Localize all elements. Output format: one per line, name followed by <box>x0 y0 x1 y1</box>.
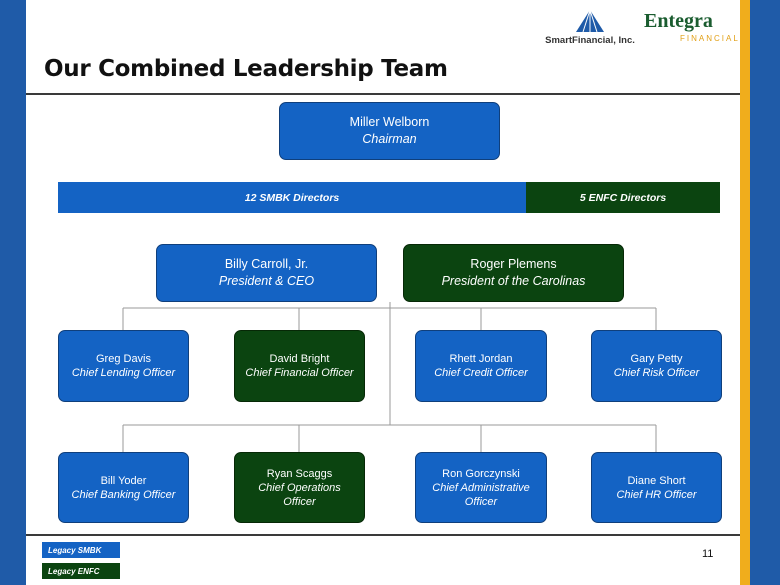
footer-divider <box>26 534 740 536</box>
node-role: Chief Operations Officer <box>258 481 341 508</box>
org-node-president-ceo: Billy Carroll, Jr. President & CEO <box>156 244 377 302</box>
node-role: Chief Credit Officer <box>434 367 528 379</box>
org-node-chief-risk: Gary Petty Chief Risk Officer <box>591 330 722 402</box>
org-node-chief-credit: Rhett Jordan Chief Credit Officer <box>415 330 547 402</box>
legend-legacy-smbk: Legacy SMBK <box>42 542 120 558</box>
node-name: Miller Welborn <box>349 115 430 129</box>
node-role: Chief Administrative Officer <box>432 481 530 508</box>
right-gold-band <box>740 0 750 585</box>
org-node-chief-hr: Diane Short Chief HR Officer <box>591 452 722 523</box>
smartfinancial-logo-text: SmartFinancial, Inc. <box>545 35 635 46</box>
org-node-chief-administrative: Ron Gorczynski Chief Administrative Offi… <box>415 452 547 523</box>
page-number: 11 <box>702 548 714 560</box>
node-name: Bill Yoder <box>100 474 147 487</box>
smartfinancial-logo: SmartFinancial, Inc. <box>540 8 640 46</box>
node-name: Ryan Scaggs <box>266 467 333 480</box>
node-name: Diane Short <box>627 474 686 487</box>
org-node-chief-financial: David Bright Chief Financial Officer <box>234 330 365 402</box>
node-name: David Bright <box>269 353 330 365</box>
org-node-chief-banking: Bill Yoder Chief Banking Officer <box>58 452 189 523</box>
node-name: Rhett Jordan <box>449 353 513 365</box>
node-role: Chief Risk Officer <box>613 367 700 379</box>
node-role: President & CEO <box>218 274 315 288</box>
node-role: Chief Financial Officer <box>245 367 354 379</box>
node-name: Ron Gorczynski <box>442 467 520 480</box>
node-name: Billy Carroll, Jr. <box>224 257 309 271</box>
left-color-band <box>0 0 26 585</box>
node-role: Chief Lending Officer <box>71 367 176 379</box>
node-name: Gary Petty <box>630 353 683 365</box>
page-title: Our Combined Leadership Team <box>44 56 448 82</box>
entegra-logo: Entegra FINANCIAL <box>644 10 740 46</box>
entegra-logo-sub: FINANCIAL <box>680 34 740 43</box>
legend-legacy-enfc: Legacy ENFC <box>42 563 120 579</box>
node-name: Roger Plemens <box>470 257 557 271</box>
org-node-chairman: Miller Welborn Chairman <box>279 102 500 160</box>
node-role: President of the Carolinas <box>441 274 586 288</box>
title-divider <box>26 93 740 95</box>
enfc-directors-bar: 5 ENFC Directors <box>526 182 720 213</box>
smartfinancial-triangle-icon <box>576 9 604 33</box>
node-name: Greg Davis <box>95 353 152 365</box>
smbk-directors-bar: 12 SMBK Directors <box>58 182 526 213</box>
right-blue-band <box>750 0 780 585</box>
node-role: Chairman <box>362 132 417 146</box>
node-role: Chief HR Officer <box>616 488 697 501</box>
org-node-chief-operations: Ryan Scaggs Chief Operations Officer <box>234 452 365 523</box>
node-role: Chief Banking Officer <box>71 488 176 501</box>
org-node-chief-lending: Greg Davis Chief Lending Officer <box>58 330 189 402</box>
entegra-logo-name: Entegra <box>644 10 713 32</box>
org-node-president-carolinas: Roger Plemens President of the Carolinas <box>403 244 624 302</box>
